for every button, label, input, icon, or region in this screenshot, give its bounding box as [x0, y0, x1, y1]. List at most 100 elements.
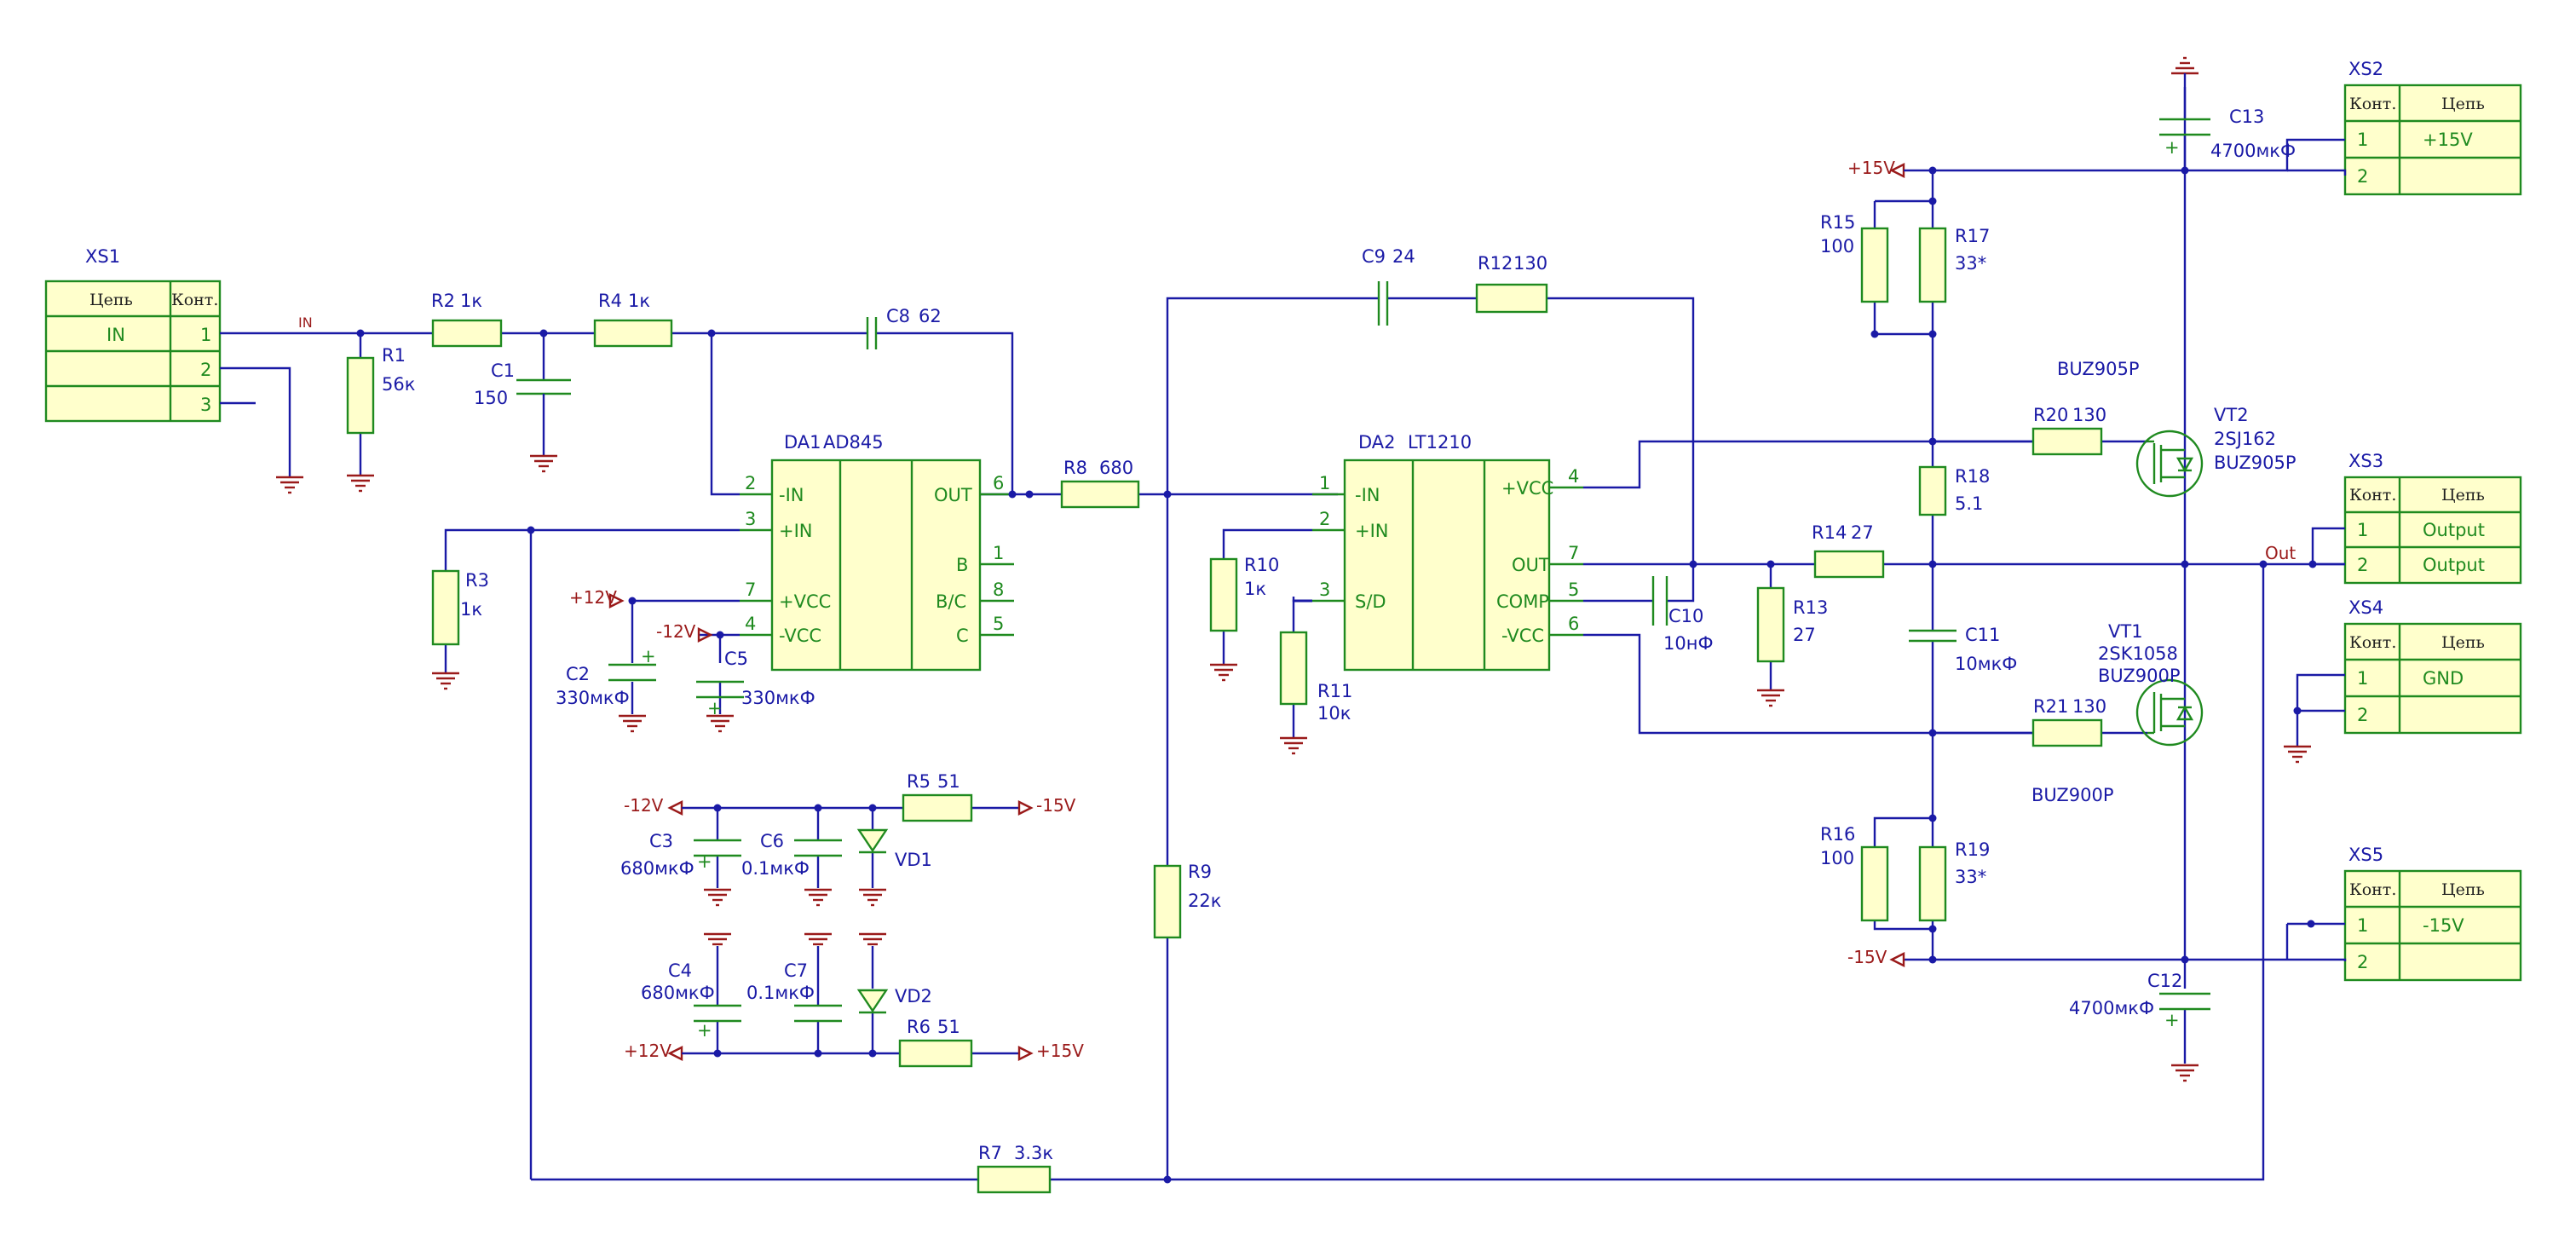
c12-plus-sign: +	[2164, 1010, 2180, 1030]
c1-ref: C1	[491, 360, 515, 381]
vt1-note: BUZ900P	[2031, 785, 2114, 805]
da1-pin-name: OUT	[934, 485, 972, 505]
ground-symbols	[276, 454, 557, 494]
xs3-row2-net: Output	[2423, 555, 2485, 575]
xs5-header-net: Цепь	[2441, 880, 2485, 899]
da1-pin-name: +VCC	[779, 591, 831, 612]
power-filter-top: -12V -15V	[624, 795, 1076, 888]
da2-pin-num: 6	[1568, 614, 1579, 634]
ground-icon	[276, 476, 303, 494]
xs5-header-pin: Конт.	[2349, 880, 2396, 899]
ground-icon	[704, 888, 731, 907]
resistor-r8: R8 680	[1060, 458, 1140, 509]
power-arrow-icon	[1017, 800, 1034, 816]
r2-ref: R2	[431, 291, 455, 311]
xs3-ref: XS3	[2348, 451, 2383, 471]
xs3-header-pin: Конт.	[2349, 486, 2396, 505]
xs1-header-pin: Конт.	[171, 291, 218, 309]
c3-value: 680мкФ	[620, 858, 694, 879]
da1-pin-name: +IN	[779, 521, 813, 541]
da2-pin-num: 5	[1568, 580, 1579, 600]
ground-icon	[804, 888, 832, 907]
ground-icon	[2171, 1064, 2199, 1082]
resistor-r4: R4 1к	[593, 291, 673, 348]
xs2-header-pin: Конт.	[2349, 95, 2396, 113]
da2-pin-num: 1	[1319, 473, 1330, 493]
c5-ref: C5	[724, 649, 748, 669]
c13-plus-sign: +	[2164, 137, 2180, 158]
da2-pin-name: -IN	[1355, 485, 1380, 505]
c8-value: 62	[919, 306, 942, 326]
connector-xs1: XS1 Цепь Конт. IN 1 2 3	[44, 246, 222, 423]
c12-ref: C12	[2147, 971, 2182, 991]
xs2-row2-pin: 2	[2357, 166, 2368, 187]
resistor-r17: R17 33*	[1918, 226, 1990, 303]
r10-ref: R10	[1244, 555, 1279, 575]
power-arrow-icon	[697, 627, 713, 643]
connector-xs3: XS3 Конт. Цепь 1 Output 2 Output	[2343, 451, 2522, 585]
net-m12-da1: -12V	[656, 621, 696, 642]
diode-vd1: VD1	[856, 828, 932, 907]
capacitor-c9: C9 24	[1362, 246, 1415, 326]
net-m12-filter: -12V	[624, 795, 664, 816]
r13-value: 27	[1793, 625, 1816, 645]
net-p12-da1: +12V	[569, 587, 617, 608]
xs4-row1-pin: 1	[2357, 668, 2368, 689]
xs1-row1-pin: 1	[200, 325, 211, 345]
c11-value: 10мкФ	[1955, 654, 2017, 674]
r7-ref: R7	[978, 1143, 1002, 1163]
xs3-row1-net: Output	[2423, 520, 2485, 540]
r5-value: 51	[937, 771, 960, 792]
da1-pin-num: 4	[745, 614, 756, 634]
r14-value: 27	[1851, 522, 1874, 543]
vt2-note: BUZ905P	[2057, 359, 2140, 379]
output-stage-wiring: +15V -15V	[1847, 56, 2347, 1082]
xs2-header-net: Цепь	[2441, 95, 2485, 113]
resistor-r1: R1 56к	[346, 345, 415, 435]
r8-value: 680	[1099, 458, 1133, 478]
ground-icon	[530, 454, 557, 473]
resistor-r20: R20 130	[2031, 405, 2106, 456]
power-arrow-icon	[667, 1046, 683, 1061]
connector-xs5: XS5 Конт. Цепь 1 -15V 2	[2343, 845, 2522, 982]
capacitor-c11: C11 10мкФ	[1909, 625, 2017, 674]
da1-pin-num: 8	[993, 580, 1004, 600]
r6-value: 51	[937, 1017, 960, 1037]
c3-plus-sign: +	[697, 851, 712, 872]
capacitor-c5: + C5 330мкФ	[696, 649, 815, 733]
resistor-r11: R11 10к	[1279, 631, 1352, 755]
c6-ref: C6	[760, 831, 784, 851]
c5-plus-sign: +	[707, 698, 723, 718]
r17-ref: R17	[1955, 226, 1990, 246]
resistor-r15: R15 100	[1820, 212, 1889, 303]
resistor-r16: R16 100	[1820, 824, 1889, 922]
net-p12-filter: +12V	[624, 1041, 671, 1061]
r6-ref: R6	[907, 1017, 931, 1037]
r3-ref: R3	[465, 570, 489, 591]
ground-icon	[1280, 736, 1307, 755]
r9-value: 22к	[1188, 891, 1221, 911]
da2-pin-num: 7	[1568, 543, 1579, 563]
resistor-r19: R19 33*	[1918, 839, 1990, 922]
r16-ref: R16	[1820, 824, 1855, 845]
resistor-r18: R18 5.1	[1918, 465, 1990, 516]
ground-icon	[432, 672, 459, 690]
r18-ref: R18	[1955, 466, 1990, 487]
r17-value: 33*	[1955, 253, 1986, 274]
net-p15-filter: +15V	[1036, 1041, 1084, 1061]
c4-plus-sign: +	[697, 1020, 712, 1041]
c7-value: 0.1мкФ	[746, 983, 815, 1003]
xs3-row1-pin: 1	[2357, 520, 2368, 540]
input-wiring: IN	[220, 314, 1014, 496]
ground-icon	[619, 714, 646, 733]
ic-da2: DA2 LT1210 1 -IN 2 +IN 3 S/D +VCC 4 OUT …	[1312, 432, 1583, 672]
vt1-alt: BUZ900P	[2098, 666, 2181, 686]
r12-value: 130	[1513, 253, 1547, 274]
ground-icon	[706, 714, 734, 733]
net-label-out: Out	[2265, 543, 2296, 563]
r5-ref: R5	[907, 771, 931, 792]
vd2-ref: VD2	[895, 986, 932, 1006]
r8-ref: R8	[1063, 458, 1087, 478]
net-m15-rail: -15V	[1847, 947, 1887, 967]
